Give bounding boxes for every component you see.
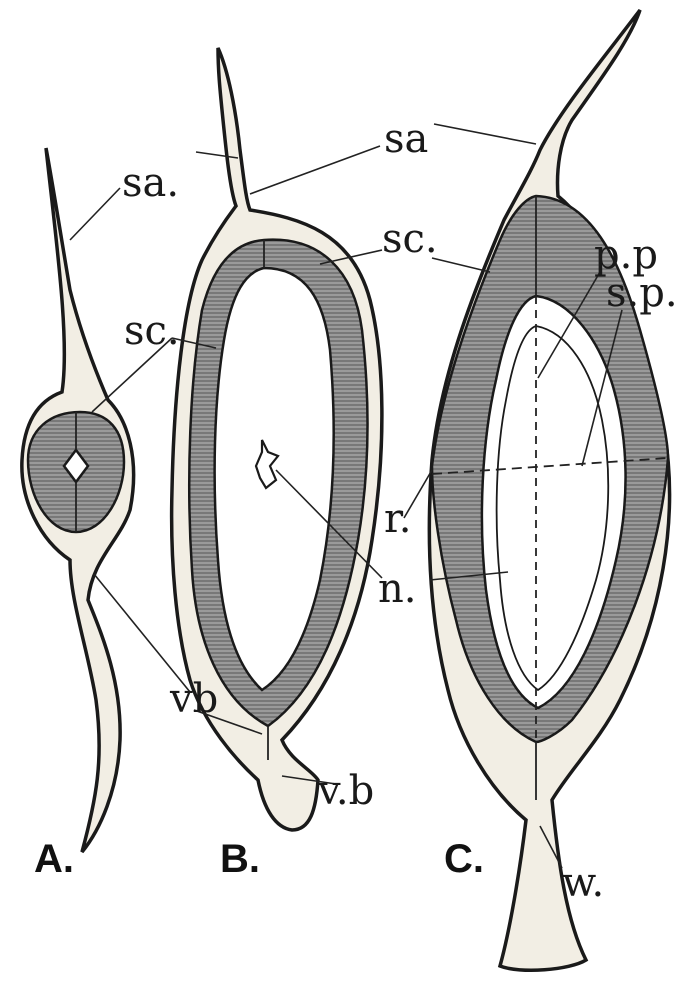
label-sc-a: sc. bbox=[124, 308, 180, 354]
panel-label-b: B. bbox=[220, 837, 260, 881]
panel-a bbox=[22, 148, 134, 852]
label-sc-b: sc. bbox=[382, 216, 438, 262]
panel-letters: A. B. C. bbox=[34, 837, 484, 881]
leader-c-sc bbox=[432, 258, 490, 272]
label-sa-b: sa bbox=[384, 116, 428, 162]
label-sa-a: sa. bbox=[122, 160, 179, 206]
panel-label-c: C. bbox=[444, 837, 484, 881]
leader-c-sa bbox=[434, 124, 536, 144]
leader-a-sa bbox=[70, 188, 120, 240]
label-r: r. bbox=[384, 496, 411, 542]
label-w: w. bbox=[562, 860, 604, 906]
label-vb-prime: v.b bbox=[317, 768, 374, 814]
label-vb: vb bbox=[169, 676, 218, 722]
panel-label-a: A. bbox=[34, 837, 74, 881]
panel-c bbox=[429, 10, 669, 970]
label-sp: s.p. bbox=[606, 270, 678, 316]
label-n: n. bbox=[378, 566, 416, 612]
leader-b-sa-2 bbox=[250, 146, 380, 194]
